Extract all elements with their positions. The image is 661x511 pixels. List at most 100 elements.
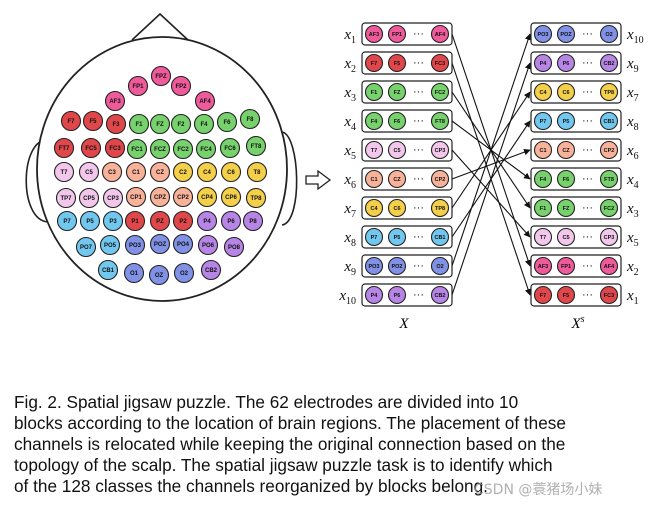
electrode-dot [196,210,218,232]
ellipsis: ··· [413,260,424,272]
electrode-fc2: FC2 [430,82,450,102]
electrode-label: P8 [249,219,257,225]
electrode-dot [364,169,384,189]
electrode-label: F6 [394,119,400,125]
electrode-fpz: FPZ [150,65,172,87]
electrode-label: T7 [60,170,68,176]
electrode-dot [127,75,149,97]
electrode-ft8: FT8 [599,169,619,189]
electrode-label: TP8 [604,90,614,96]
electrode-label: F7 [371,61,377,67]
electrode-dot [101,161,123,183]
electrode-o2: O2 [599,24,619,44]
electrode-label: C1 [132,170,140,176]
electrode-p3: P3 [102,210,124,232]
electrode-f5: F5 [387,53,407,73]
electrode-tp8: TP8 [245,187,267,209]
electrode-label: FZ [156,122,164,128]
electrode-dot [102,187,124,209]
electrode-label: TP8 [435,206,445,212]
electrode-label: AF4 [199,99,211,105]
block-frame [530,254,622,278]
electrode-dot [430,53,450,73]
electrode-label: PZ [156,219,164,225]
electrode-f7: F7 [533,285,553,305]
electrode-cz: CZ [556,140,576,160]
electrode-dot [79,210,101,232]
electrode-label: T8 [253,170,261,176]
electrode-label: P2 [179,219,187,225]
electrode-dot [128,113,150,135]
electrode-f1: F1 [364,82,384,102]
ellipsis: ··· [582,115,593,127]
block-frame [530,80,622,104]
nose [131,12,189,41]
electrode-label: C1 [370,177,377,183]
electrode-dot [599,140,619,160]
electrode-f4: F4 [364,111,384,131]
electrode-dot [149,113,171,135]
ellipsis: ··· [582,231,593,243]
electrode-dot [599,111,619,131]
block-label: x10 [626,27,644,46]
electrode-dot [556,111,576,131]
electrode-c5: C5 [556,227,576,247]
electrode-p8: P8 [242,210,264,232]
electrode-f5: F5 [556,285,576,305]
electrode-label: F1 [371,90,377,96]
electrode-label: P6 [227,219,235,225]
electrode-dot [223,236,245,258]
electrode-label: CB1 [603,119,614,125]
ellipsis: ··· [413,202,424,214]
ellipsis: ··· [413,289,424,301]
electrode-label: O2 [436,264,443,270]
caption-line: blocks according to the location of brai… [14,413,566,433]
electrode-dot [125,186,147,208]
electrode-label: CPZ [154,195,166,201]
electrode-label: F1 [135,122,143,128]
electrode-dot [242,210,264,232]
block-label: x8 [626,114,639,133]
electrode-label: C5 [562,235,569,241]
electrode-dot [196,161,218,183]
electrode-fc1: FC1 [126,138,148,160]
electrode-tp8: TP8 [430,198,450,218]
electrode-label: FT8 [435,119,445,125]
electrode-label: POZ [154,242,167,248]
caption-line: Fig. 2. Spatial jigsaw puzzle. The 62 el… [14,392,519,412]
electrode-label: AF4 [604,264,615,270]
electrode-dot [104,137,126,159]
electrode-dot [78,161,100,183]
electrode-cpz: CPZ [149,186,171,208]
electrode-dot [172,233,194,255]
electrode-dot [170,75,192,97]
electrode-dot [245,187,267,209]
ellipsis: ··· [413,231,424,243]
electrode-label: CB2 [603,61,614,67]
electrode-dot [533,24,553,44]
electrode-f6: F6 [387,111,407,131]
electrode-label: FCZ [154,147,166,153]
electrode-label: C5 [393,148,400,154]
electrode-pz: PZ [149,210,171,232]
electrode-dot [533,256,553,276]
electrode-label: CP3 [435,148,446,154]
electrode-f6: F6 [216,111,238,133]
ellipsis: ··· [582,202,593,214]
electrode-f1: F1 [128,113,150,135]
block-frame [530,283,622,307]
connection-arrow [451,148,531,180]
ellipsis: ··· [413,86,424,98]
electrode-label: CZ [156,170,164,176]
column-captions: X Xs [398,314,584,332]
electrode-dot [364,285,384,305]
connection-arrow [451,149,531,238]
electrode-f2: F2 [170,113,192,135]
electrode-dot [105,113,127,135]
electrode-label: P7 [63,219,71,225]
electrode-oz: OZ [148,264,170,286]
electrode-o2: O2 [430,256,450,276]
